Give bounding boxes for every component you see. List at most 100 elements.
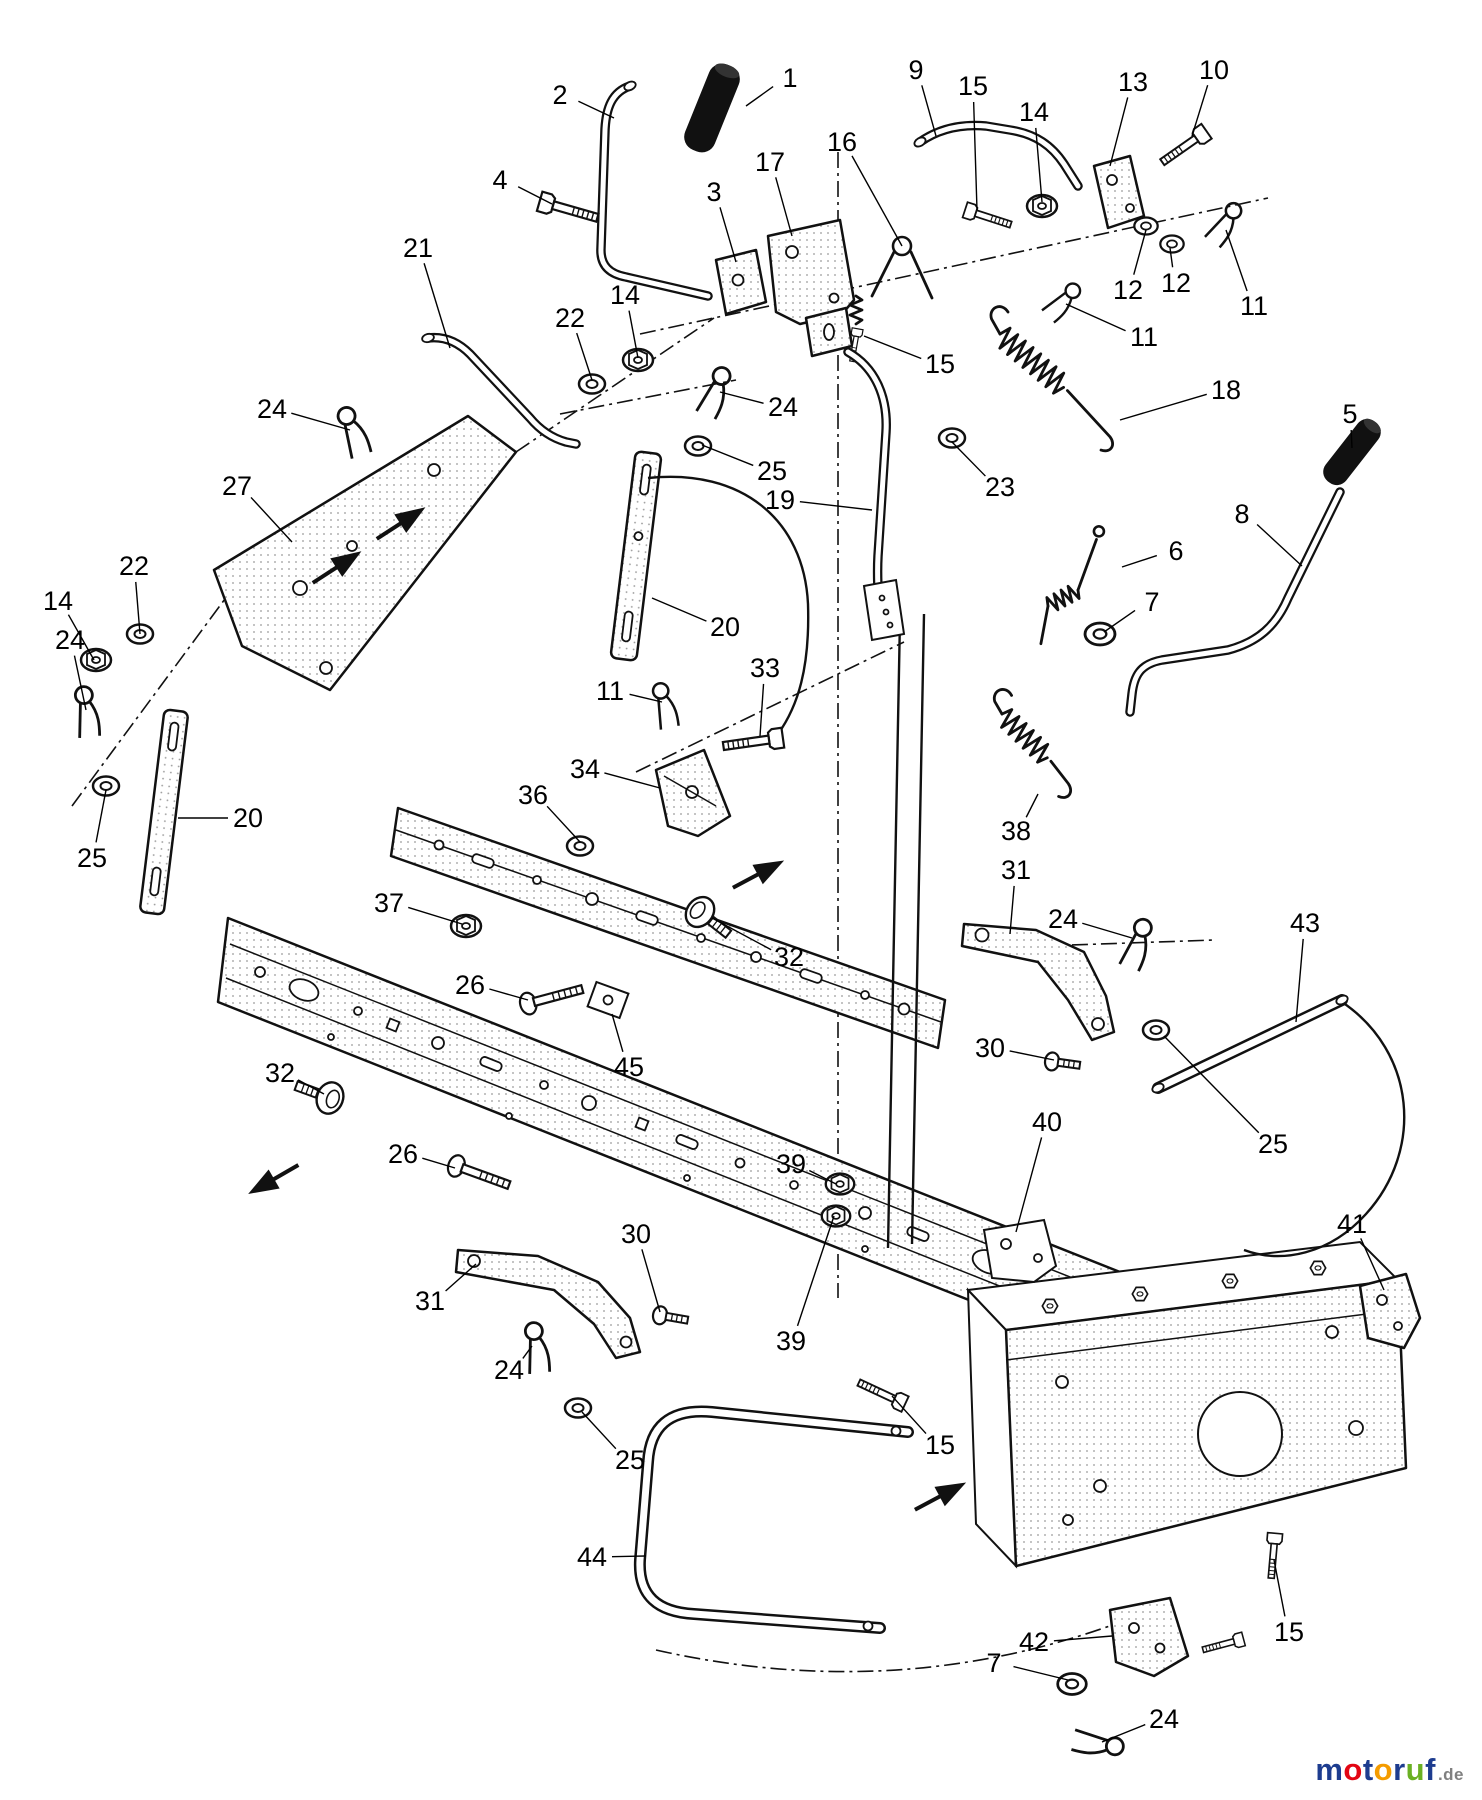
leader-line: [67, 614, 95, 661]
part-washer-36: [565, 835, 595, 857]
part-pin-24-f: [1069, 1728, 1126, 1758]
leader-line: [641, 1249, 661, 1313]
callout-26: 26: [455, 970, 485, 1000]
callout-4: 4: [492, 165, 507, 195]
callout-25: 25: [77, 843, 107, 873]
callout-2: 2: [552, 80, 567, 110]
leader-line: [1121, 554, 1158, 568]
leader-line: [1025, 793, 1039, 818]
part-bracket-13: [1092, 154, 1146, 230]
callout-9: 9: [908, 55, 923, 85]
part-frame-rail-upper: [389, 806, 947, 1050]
leader-line: [1360, 1238, 1385, 1291]
callout-24: 24: [1149, 1704, 1179, 1734]
callout-18: 18: [1211, 375, 1241, 405]
part-plate-27: [212, 414, 518, 692]
callout-34: 34: [570, 754, 600, 784]
callout-32: 32: [774, 942, 804, 972]
leader-line: [95, 789, 107, 843]
leader-line: [1035, 127, 1043, 203]
part-strap-20-b: [139, 708, 189, 916]
callout-15: 15: [925, 1430, 955, 1460]
part-washer-22-a: [577, 373, 607, 395]
part-bolt-42-side: [1200, 1631, 1247, 1658]
leader-line: [1119, 393, 1207, 421]
leader-line: [1009, 885, 1015, 935]
part-bolt-4: [535, 190, 602, 229]
leader-line: [629, 693, 663, 703]
leader-line: [1169, 247, 1174, 268]
callout-26: 26: [388, 1139, 418, 1169]
callout-7: 7: [1144, 587, 1159, 617]
leader-line: [775, 177, 793, 237]
callout-11: 11: [1240, 291, 1268, 321]
part-wire-16: [870, 235, 934, 300]
part-nut-39-a: [824, 1172, 856, 1196]
leader-line: [522, 1345, 533, 1359]
part-pin-11-b: [1039, 276, 1085, 325]
part-bracket-34: [654, 748, 732, 838]
part-nut-37: [449, 913, 483, 939]
callout-15: 15: [958, 71, 988, 101]
watermark-letter: o: [1343, 1752, 1363, 1787]
part-bracket-17: [766, 218, 864, 363]
callout-14: 14: [610, 280, 640, 310]
leader-line: [1103, 609, 1136, 633]
callout-36: 36: [518, 780, 548, 810]
callout-13: 13: [1118, 67, 1148, 97]
leader-line: [1133, 229, 1147, 275]
part-pin-24-c: [67, 683, 103, 742]
leader-line: [1013, 1665, 1069, 1681]
leader-line: [921, 85, 937, 137]
part-nut-14-c: [79, 647, 113, 673]
leader-line: [1295, 938, 1304, 1023]
watermark-letter: f: [1425, 1752, 1436, 1787]
leader-line: [445, 1263, 477, 1292]
leader-line: [423, 263, 451, 349]
callout-15: 15: [1274, 1617, 1304, 1647]
part-spring-6: [1039, 525, 1106, 646]
watermark-suffix: .de: [1437, 1765, 1464, 1784]
leader-line: [701, 444, 754, 467]
callout-12: 12: [1161, 268, 1191, 298]
leader-line: [1053, 1635, 1113, 1642]
callout-11: 11: [1130, 322, 1158, 352]
leader-line: [604, 772, 661, 789]
watermark-motoruf: motoruf.de: [1315, 1752, 1464, 1788]
leader-line: [611, 1013, 624, 1052]
callout-20: 20: [233, 803, 263, 833]
callout-30: 30: [621, 1219, 651, 1249]
callout-33: 33: [750, 653, 780, 683]
callout-31: 31: [1001, 855, 1031, 885]
leader-line: [1109, 97, 1129, 167]
leader-line: [1065, 303, 1126, 332]
leader-line: [1191, 84, 1209, 137]
callout-11: 11: [596, 676, 624, 706]
leader-line: [489, 988, 529, 1001]
leader-line: [408, 906, 463, 925]
leader-line: [517, 186, 553, 205]
watermark-letter: u: [1405, 1752, 1426, 1787]
watermark-letter: o: [1373, 1752, 1394, 1787]
watermark-letter: t: [1362, 1752, 1374, 1787]
callout-3: 3: [706, 177, 721, 207]
callout-41: 41: [1337, 1209, 1367, 1239]
leader-line: [719, 391, 764, 404]
part-u-bracket-44: [633, 1405, 914, 1634]
callout-38: 38: [1001, 816, 1031, 846]
part-bracket-40: [982, 1218, 1058, 1284]
part-washer-25-a: [683, 435, 713, 457]
callout-1: 1: [782, 63, 797, 93]
part-rod-2: [596, 80, 713, 301]
part-nut-14-b: [621, 347, 655, 373]
part-rear-frame: [965, 1240, 1408, 1569]
leader-line: [951, 441, 986, 477]
leader-line: [581, 1411, 617, 1450]
part-rod-9: [913, 120, 1083, 191]
part-bracket-3: [714, 248, 768, 316]
part-bolt-15-top: [961, 201, 1015, 234]
part-washer-7-a: [1083, 621, 1117, 647]
part-arm-31-a: [960, 922, 1116, 1042]
